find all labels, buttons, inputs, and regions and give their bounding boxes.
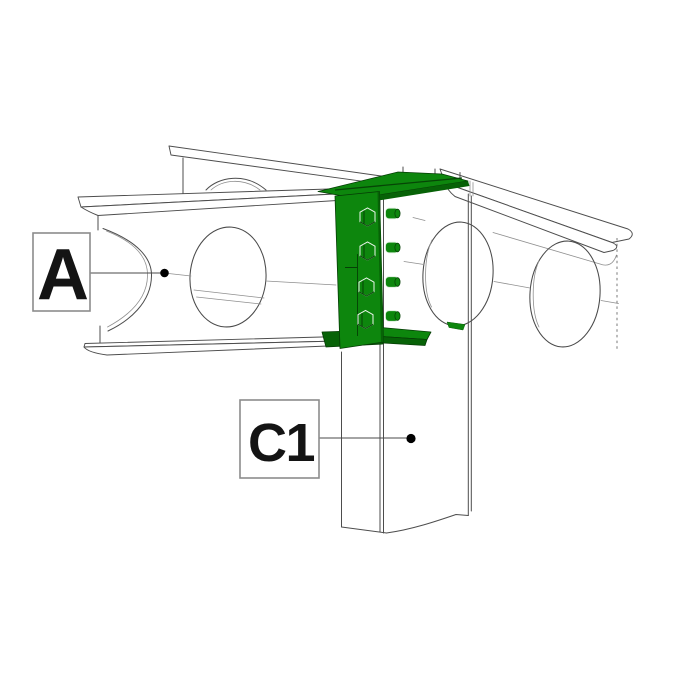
right-beam-flange-fillet (412, 217, 617, 266)
label-a-text: A (37, 235, 89, 315)
bolt-head-4 (357, 309, 374, 330)
beam-a-bottom-flange-front (83, 340, 341, 356)
beam-a-drawing (77, 188, 381, 356)
right-beam-web-opening-2 (529, 240, 601, 348)
right-beam-opening-1-inner-arc (425, 239, 433, 308)
bolt-group (357, 207, 401, 330)
bolt-head-1 (359, 207, 376, 227)
right-beam-opening-2-inner-arc (532, 260, 540, 328)
end-plate-right-edge (377, 191, 384, 343)
right-beam-web-opening-1 (422, 221, 494, 327)
label-c1-leader-dot (406, 433, 416, 444)
right-beam-top-flange-top (439, 168, 633, 243)
bolt-tip (394, 208, 401, 219)
column-top-corner-edge (469, 180, 474, 197)
bolt-facet (359, 244, 376, 261)
beam-a-web-opening (189, 226, 267, 328)
label-a-annotation: A (32, 232, 169, 315)
beam-a-top-flange-front (80, 193, 346, 216)
beam-a-opening-wall-lines (193, 289, 265, 305)
rear-beam-web-opening-inner-arc (210, 180, 261, 191)
bolt-shank-4 (385, 310, 401, 322)
rear-beam-web-opening-arc (205, 177, 267, 191)
bolt-head-3 (358, 277, 375, 297)
beam-a-end-opening-arc (102, 228, 153, 332)
label-a-leader-dot (160, 268, 169, 278)
connection-fitting-green (317, 171, 470, 349)
bolt-shank-3 (385, 276, 401, 288)
bolt-tip (394, 242, 401, 253)
beam-right-drawing (403, 168, 633, 352)
bolt-shank-2 (385, 241, 401, 254)
bolt-facet (357, 313, 374, 330)
right-beam-centerline (403, 261, 619, 304)
bolt-facet (358, 280, 375, 297)
rear-beam-top-flange (168, 145, 398, 187)
bolt-shank-1 (385, 207, 401, 220)
rear-beam-drawing (168, 145, 398, 202)
bolt-head-2 (359, 241, 376, 261)
column-base-left (341, 526, 387, 534)
seat-plate-through-opening (446, 321, 466, 331)
column-c1-drawing (341, 166, 474, 534)
label-c1-text: C1 (248, 413, 314, 473)
beam-a-end-opening-inner-arc (106, 230, 148, 328)
bolt-facet (359, 210, 376, 227)
cap-plate-edge (357, 181, 470, 204)
label-c1-annotation: C1 (239, 399, 416, 479)
cap-plate-crease (334, 177, 463, 191)
bolt-tip (394, 311, 401, 321)
bolt-tip (394, 277, 401, 287)
column-right-edge (467, 193, 472, 516)
column-base-right (386, 513, 469, 534)
label-a-box (32, 232, 91, 312)
label-c1-box (239, 399, 320, 479)
